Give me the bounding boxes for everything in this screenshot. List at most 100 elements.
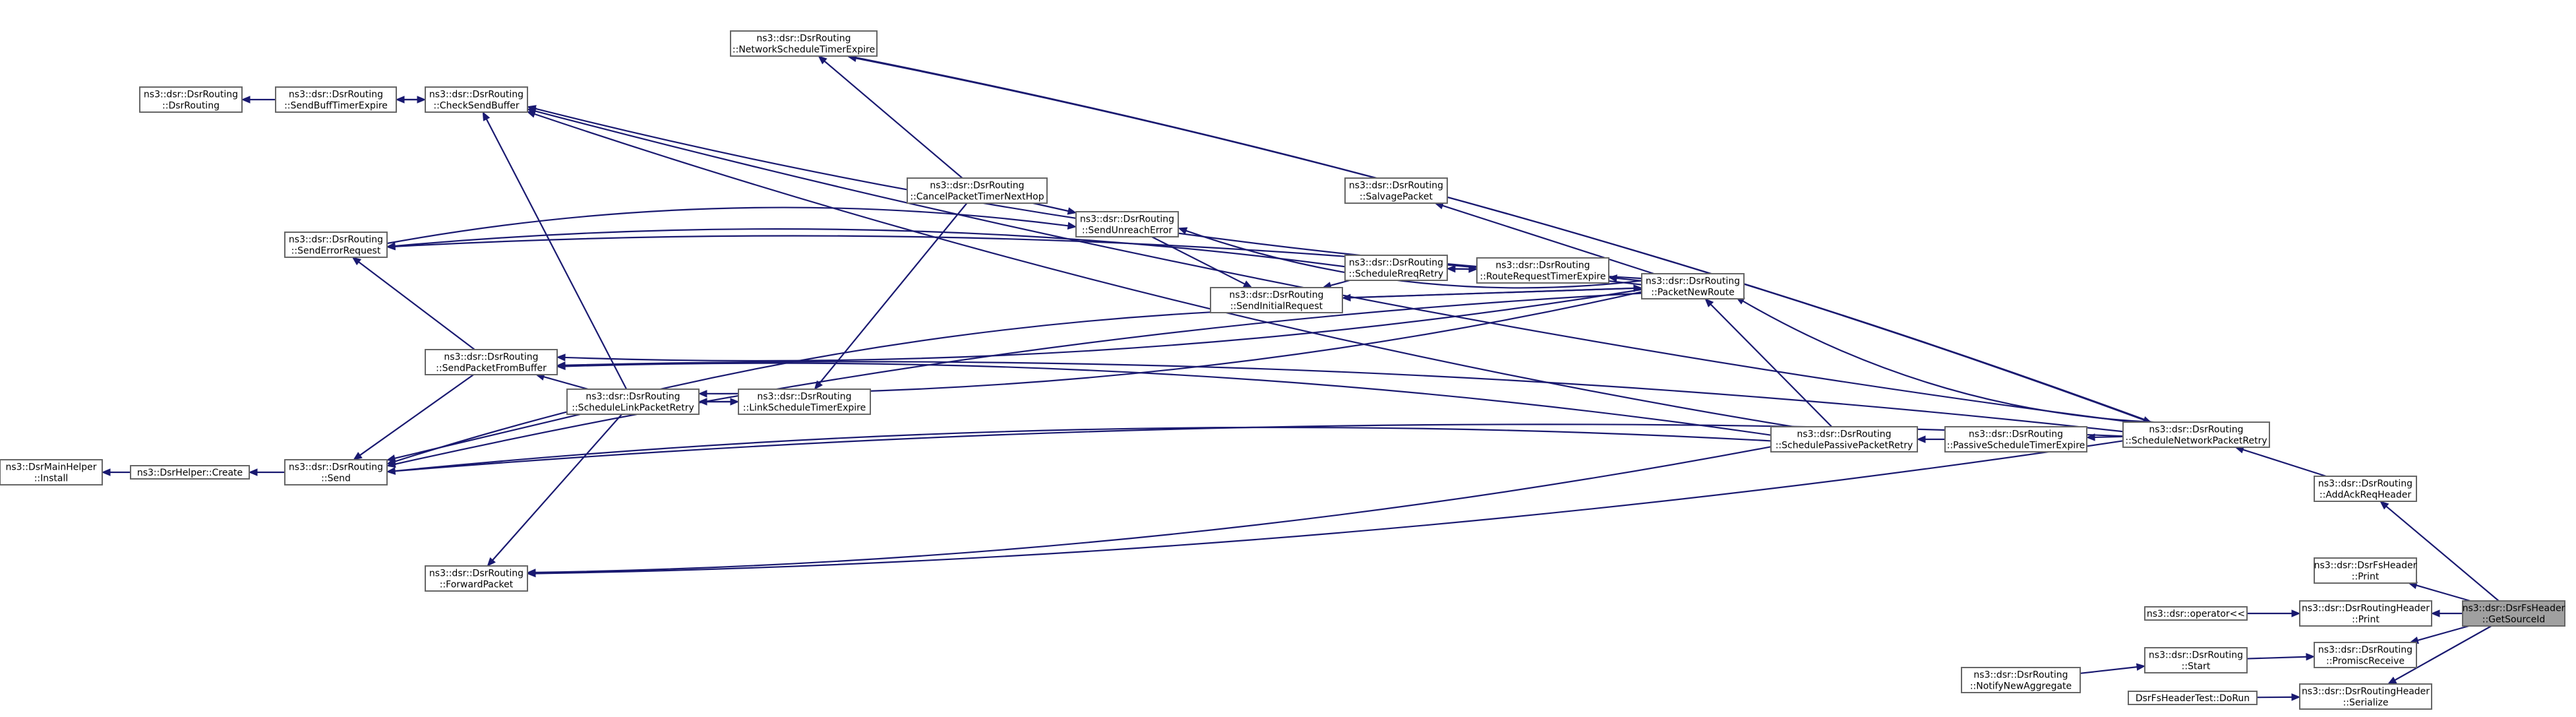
node-label-line: ns3::dsr::DsrRouting [1229,290,1323,301]
node-schedule-rreq-retry[interactable]: ns3::dsr::DsrRouting::ScheduleRreqRetry [1344,255,1448,281]
node-box [1344,255,1448,281]
node-send-unreach-error[interactable]: ns3::dsr::DsrRouting::SendUnreachError [1075,211,1179,237]
node-label-line: ::SendErrorRequest [291,246,381,257]
edge-arrowhead [1242,280,1253,288]
node-add-ack-req-header[interactable]: ns3::dsr::DsrRouting::AddAckReqHeader [2314,476,2417,502]
node-get-source-id[interactable]: ns3::dsr::DsrFsHeader::GetSourceId [2462,600,2565,627]
node-box [907,177,1048,204]
edge-line [1742,300,2154,423]
edge-arrowhead [2387,676,2397,685]
edge-schedule_link_packet_retry-to-send [386,413,581,462]
node-send[interactable]: ns3::dsr::DsrRouting::Send [284,459,388,485]
node-label-line: ::NetworkScheduleTimerExpire [733,45,875,55]
edge-start-to-promisc_receive [2246,653,2316,661]
edge-schedule_passive_packet_retry-to-check_send_buffer [526,110,1794,428]
node-serialize[interactable]: ns3::dsr::DsrRoutingHeader::Serialize [2299,683,2432,710]
node-forward-packet[interactable]: ns3::dsr::DsrRouting::ForwardPacket [425,565,528,592]
node-box [2299,600,2432,627]
node-label-line: ::PromiscReceive [2326,656,2405,667]
edge-helper_create-to-main_helper_install [101,468,131,476]
node-dsr-routing-ctor[interactable]: ns3::dsr::DsrRouting::DsrRouting [139,86,243,113]
edge-arrowhead [417,96,427,104]
node-label-line: ns3::dsr::DsrRouting [1797,429,1891,440]
node-send-buff-timer-expire[interactable]: ns3::dsr::DsrRouting::SendBuffTimerExpir… [275,86,397,113]
edge-schedule_passive_packet_retry-to-packet_new_route [1704,298,1832,427]
node-main-helper-install[interactable]: ns3::DsrMainHelper::Install [0,459,103,485]
node-helper-create[interactable]: ns3::DsrHelper::Create [130,465,250,480]
node-label-line: ns3::dsr::DsrRouting [1969,429,2063,440]
edge-arrowhead [814,380,823,390]
edge-arrowhead [818,55,827,65]
node-routing-header-print[interactable]: ns3::dsr::DsrRoutingHeader::Print [2299,600,2432,627]
node-box [1770,426,1918,452]
node-packet-new-route[interactable]: ns3::dsr::DsrRouting::PacketNewRoute [1641,273,1745,299]
edge-line [2416,584,2471,602]
edge-line [564,361,2124,433]
node-route-request-timer-expire[interactable]: ns3::dsr::DsrRouting::RouteRequestTimerE… [1476,257,1609,284]
edge-arrowhead [1067,222,1077,230]
edge-line [2080,666,2138,674]
node-box [2122,421,2270,448]
node-box [1476,257,1609,284]
node-notify-new-aggregate[interactable]: ns3::dsr::DsrRouting::NotifyNewAggregate [1961,667,2081,693]
node-label-line: ::Send [321,474,351,484]
edge-line [492,414,622,561]
node-schedule-link-packet-retry[interactable]: ns3::dsr::DsrRouting::ScheduleLinkPacket… [566,389,700,415]
edge-get_source_id-to-routing_header_print [2430,609,2463,617]
edge-arrowhead [353,452,363,460]
node-box [2462,600,2565,627]
node-label-line: ns3::dsr::DsrFsHeader [2463,604,2565,614]
node-box [730,30,878,57]
edge-line [535,446,1772,574]
nodes-layer: ns3::dsr::DsrFsHeader::GetSourceIdns3::d… [0,30,2565,710]
edge-schedule_link_packet_retry-to-forward_packet [487,414,622,567]
node-start[interactable]: ns3::dsr::DsrRouting::Start [2144,647,2248,673]
edge-send_initial_request-to-send [386,311,1211,465]
node-box [425,86,528,113]
node-box [130,465,250,480]
node-schedule-network-packet-retry[interactable]: ns3::dsr::DsrRouting::ScheduleNetworkPac… [2122,421,2270,448]
edge-packet_new_route-to-check_send_buffer [526,105,1642,280]
node-send-error-request[interactable]: ns3::dsr::DsrRouting::SendErrorRequest [284,232,388,258]
node-do-run[interactable]: DsrFsHeaderTest::DoRun [2128,691,2258,705]
edge-packet_new_route-to-send_packet_from_buffer [556,288,1642,362]
edge-arrowhead [526,569,536,577]
node-box [2128,691,2258,705]
edge-schedule_rreq_retry-to-send_error_request [386,228,1346,268]
node-box [2314,557,2417,584]
node-passive-schedule-timer-expire[interactable]: ns3::dsr::DsrRouting::PassiveScheduleTim… [1944,426,2087,452]
edge-send_initial_request-to-packet_new_route [1342,284,1643,299]
edge-schedule_rreq_retry-to-route_request_timer_expire [1447,265,1478,273]
edge-line [2242,449,2327,478]
edge-line [543,376,589,390]
edge-schedule_passive_packet_retry-to-send_packet_from_buffer [556,362,1772,436]
edges-layer [101,54,2500,701]
node-operator-ls[interactable]: ns3::dsr::operator<< [2144,606,2248,621]
node-check-send-buffer[interactable]: ns3::dsr::DsrRouting::CheckSendBuffer [425,86,528,113]
edge-operator_ls-to-routing_header_print [2247,609,2301,617]
node-network-schedule-timer-expire[interactable]: ns3::dsr::DsrRouting::NetworkScheduleTim… [730,30,878,57]
node-send-packet-from-buffer[interactable]: ns3::dsr::DsrRouting::SendPacketFromBuff… [425,349,558,375]
edge-line [2385,505,2500,602]
node-label-line: ns3::dsr::DsrRouting [2318,645,2412,656]
node-box [2314,476,2417,502]
edge-line [706,291,1642,394]
node-send-initial-request[interactable]: ns3::dsr::DsrRouting::SendInitialRequest [1210,287,1343,313]
edge-line [2246,656,2307,660]
edge-line [394,228,1346,268]
edge-arrowhead [2430,609,2440,617]
node-label-line: ::ScheduleNetworkPacketRetry [2125,436,2267,447]
node-schedule-passive-packet-retry[interactable]: ns3::dsr::DsrRouting::SchedulePassivePac… [1770,426,1918,452]
node-box [566,389,700,415]
node-fs-header-print[interactable]: ns3::dsr::DsrFsHeader::Print [2314,557,2417,584]
edge-line [564,362,1772,436]
node-cancel-packet-timer-next-hop[interactable]: ns3::dsr::DsrRouting::CancelPacketTimerN… [907,177,1048,204]
edge-arrowhead [1704,298,1714,307]
node-label-line: ns3::dsr::DsrRouting [144,90,238,100]
node-link-schedule-timer-expire[interactable]: ns3::dsr::DsrRouting::LinkScheduleTimerE… [738,389,871,415]
node-salvage-packet[interactable]: ns3::dsr::DsrRouting::SalvagePacket [1344,177,1448,204]
edge-line [386,206,1069,245]
node-promisc-receive[interactable]: ns3::dsr::DsrRouting::PromiscReceive [2314,642,2417,668]
edge-line [1151,236,1245,285]
